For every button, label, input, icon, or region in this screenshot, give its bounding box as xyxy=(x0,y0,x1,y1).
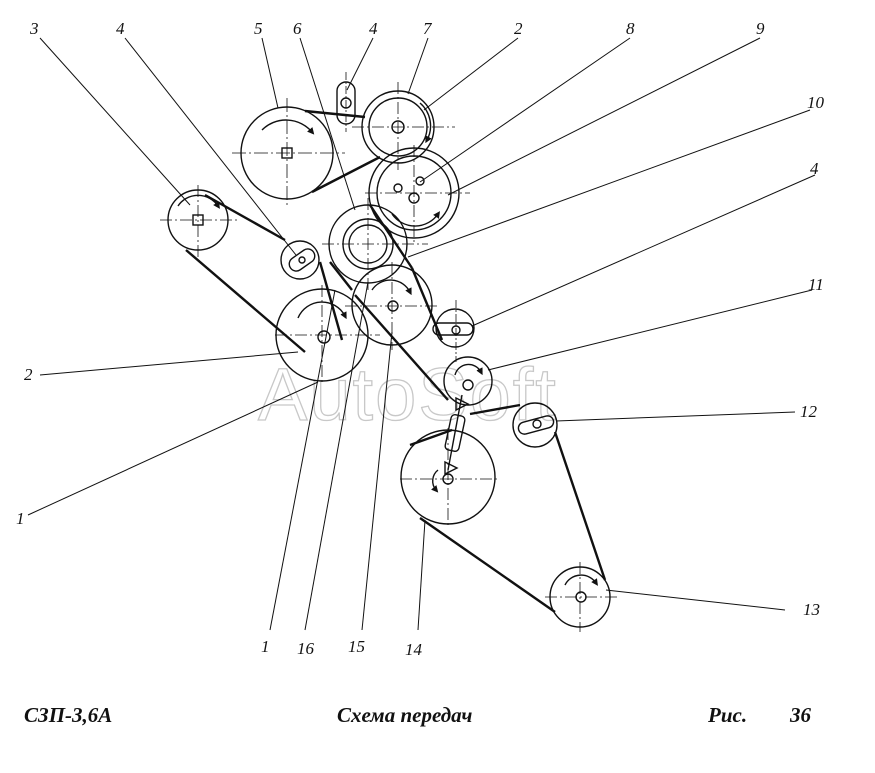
callout-3: 3 xyxy=(29,19,39,38)
callout-11: 11 xyxy=(808,275,824,294)
tensioner-12 xyxy=(512,402,558,448)
figure-label: Рис. xyxy=(708,703,748,727)
callout-7: 7 xyxy=(423,19,433,38)
callout-5: 5 xyxy=(254,19,263,38)
diagram-title: Схема передач xyxy=(337,703,473,727)
callout-15: 15 xyxy=(348,637,365,656)
tension-arm xyxy=(444,394,470,476)
callout-4-c: 4 xyxy=(810,159,819,178)
pulley-2 xyxy=(275,285,380,385)
machine-model: СЗП-3,6А xyxy=(24,703,113,727)
tensioner-4-left xyxy=(280,240,320,280)
callout-4-b: 4 xyxy=(369,19,378,38)
pulley-7 xyxy=(352,82,455,170)
pulley-3 xyxy=(160,185,240,258)
callout-8: 8 xyxy=(626,19,635,38)
pulley-14 xyxy=(400,428,500,528)
watermark-text: AutoSoft xyxy=(258,353,558,436)
pulley-11 xyxy=(443,356,493,406)
leader-lines xyxy=(27,37,816,631)
callout-6: 6 xyxy=(293,19,302,38)
pulley-13 xyxy=(545,562,620,632)
callout-12: 12 xyxy=(800,402,818,421)
callout-4-a: 4 xyxy=(116,19,125,38)
pulley-15 xyxy=(345,262,440,350)
callout-labels: 3 4 5 6 4 7 2 8 9 10 4 11 2 12 1 13 1 16… xyxy=(16,19,825,659)
callout-14: 14 xyxy=(405,640,423,659)
tensioner-4-right xyxy=(432,300,475,362)
callout-10: 10 xyxy=(807,93,825,112)
callout-1-a: 1 xyxy=(16,509,25,528)
callout-1-b: 1 xyxy=(261,637,270,656)
figure-number: 36 xyxy=(790,703,811,727)
pulley-5 xyxy=(232,98,345,205)
callout-2-b: 2 xyxy=(24,365,33,384)
callout-9: 9 xyxy=(756,19,765,38)
callout-16: 16 xyxy=(297,639,315,658)
callout-13: 13 xyxy=(803,600,820,619)
tensioner-4-top xyxy=(336,72,356,132)
callout-2-a: 2 xyxy=(514,19,523,38)
